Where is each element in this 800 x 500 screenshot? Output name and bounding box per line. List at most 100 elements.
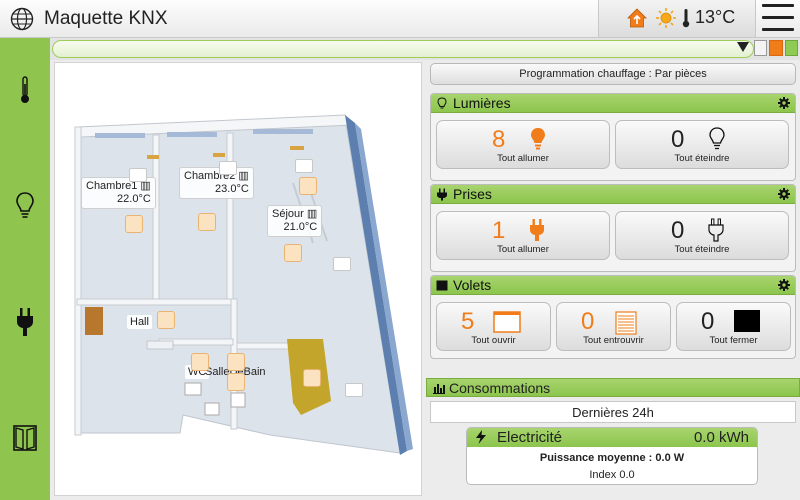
room-chambre1[interactable]: Chambre1 ▥ 22.0°C bbox=[81, 177, 156, 209]
shutter-marker-chambre1[interactable] bbox=[129, 168, 147, 182]
shutter-icon bbox=[13, 425, 37, 451]
plugs-on-label: Tout allumer bbox=[497, 244, 549, 255]
room-sejour[interactable]: Séjour ▥ 21.0°C bbox=[267, 205, 323, 237]
plugs-off-label: Tout éteindre bbox=[674, 244, 730, 255]
light-marker-sdb[interactable] bbox=[227, 353, 245, 371]
hamburger-menu-icon[interactable] bbox=[762, 4, 794, 32]
plug-off-icon bbox=[708, 218, 724, 242]
shutters-title: Volets bbox=[453, 277, 492, 293]
shutters-section: Volets 5 Tout ouvrir 0 bbox=[430, 275, 796, 359]
floor-plan[interactable]: Chambre1 ▥ 22.0°C Chambre2 ▥ 23.0°C Séjo… bbox=[54, 62, 422, 496]
shutters-closed-label: Tout fermer bbox=[709, 335, 758, 346]
bar-chart-icon bbox=[433, 384, 445, 394]
sub-bar bbox=[50, 38, 800, 60]
light-marker-wc[interactable] bbox=[191, 353, 209, 371]
outdoor-temperature: 13°C bbox=[695, 7, 736, 27]
lightbulb-on-icon bbox=[531, 128, 545, 150]
scenario-field[interactable] bbox=[52, 40, 754, 58]
globe-icon[interactable] bbox=[10, 7, 34, 31]
consumption-header: Consommations bbox=[426, 378, 800, 397]
view-switcher bbox=[754, 40, 800, 58]
shutters-closed-count: 0 bbox=[701, 308, 715, 335]
plugs-off-count: 0 bbox=[671, 217, 685, 244]
sidebar-item-heating[interactable] bbox=[0, 70, 50, 110]
light-marker-hall[interactable] bbox=[157, 311, 175, 329]
electricity-value: 0.0 kWh bbox=[693, 429, 749, 446]
consumption-period-selector[interactable]: Dernières 24h bbox=[430, 401, 796, 423]
all-plugs-on-button[interactable]: 1 Tout allumer bbox=[436, 211, 610, 260]
shutter-half-icon bbox=[615, 311, 637, 335]
plug-icon bbox=[437, 188, 447, 201]
lightbulb-off-icon bbox=[709, 127, 725, 150]
thermometer-icon bbox=[682, 9, 690, 28]
shutters-open-label: Tout ouvrir bbox=[471, 335, 516, 346]
all-shutters-half-button[interactable]: 0 Tout entrouvrir bbox=[556, 302, 671, 351]
light-marker-sejour[interactable] bbox=[284, 244, 302, 262]
light-marker-chambre1[interactable] bbox=[125, 215, 143, 233]
average-power: Puissance moyenne : 0.0 W bbox=[539, 452, 685, 464]
shutters-half-label: Tout entrouvrir bbox=[583, 335, 644, 346]
shutters-open-count: 5 bbox=[461, 308, 475, 335]
view-list-button[interactable] bbox=[784, 40, 798, 56]
shutters-half-count: 0 bbox=[581, 308, 595, 335]
thermometer-icon bbox=[21, 76, 29, 103]
electricity-card[interactable]: Electricité 0.0 kWh Puissance moyenne : … bbox=[466, 427, 758, 485]
all-shutters-open-button[interactable]: 5 Tout ouvrir bbox=[436, 302, 551, 351]
view-split-button[interactable] bbox=[769, 40, 783, 56]
meter-index: Index 0.0 bbox=[589, 469, 635, 481]
sidebar-item-lights[interactable] bbox=[0, 186, 50, 226]
light-marker-kitchen[interactable] bbox=[303, 369, 321, 387]
consumption-title: Consommations bbox=[449, 380, 551, 396]
room-hall[interactable]: Hall bbox=[127, 315, 152, 329]
room-chambre2[interactable]: Chambre2 ▥ 23.0°C bbox=[179, 167, 254, 199]
shutter-marker-chambre2[interactable] bbox=[219, 161, 237, 175]
sidebar-item-plugs[interactable] bbox=[0, 302, 50, 342]
sidebar bbox=[0, 38, 50, 500]
sun-icon bbox=[656, 8, 676, 28]
shutter-marker-sejour3[interactable] bbox=[345, 383, 363, 397]
sidebar-item-shutters[interactable] bbox=[0, 418, 50, 458]
lights-off-label: Tout éteindre bbox=[674, 153, 730, 164]
plugs-on-count: 1 bbox=[492, 217, 506, 244]
heating-program-button[interactable]: Programmation chauffage : Par pièces bbox=[430, 63, 796, 85]
lightbulb-icon bbox=[16, 192, 34, 218]
plugs-title: Prises bbox=[453, 186, 492, 202]
all-shutters-close-button[interactable]: 0 Tout fermer bbox=[676, 302, 791, 351]
shutters-header: Volets bbox=[431, 276, 795, 295]
lights-title: Lumières bbox=[453, 95, 511, 111]
gear-icon[interactable] bbox=[778, 188, 790, 200]
plugs-header: Prises bbox=[431, 185, 795, 204]
gear-icon[interactable] bbox=[778, 97, 790, 109]
lights-header: Lumières bbox=[431, 94, 795, 113]
app-title: Maquette KNX bbox=[44, 8, 168, 29]
electricity-header: Electricité 0.0 kWh bbox=[467, 428, 757, 447]
shutter-closed-icon bbox=[734, 310, 760, 332]
all-lights-off-button[interactable]: 0 Tout éteindre bbox=[615, 120, 789, 169]
lights-section: Lumières 8 Tout allumer 0 Tout éteindre bbox=[430, 93, 796, 181]
lights-on-label: Tout allumer bbox=[497, 153, 549, 164]
light-marker-sdb2[interactable] bbox=[227, 373, 245, 391]
home-away-icon[interactable] bbox=[627, 8, 647, 28]
lightning-icon bbox=[476, 430, 486, 444]
shutter-open-icon bbox=[493, 311, 521, 333]
gear-icon[interactable] bbox=[778, 279, 790, 291]
all-plugs-off-button[interactable]: 0 Tout éteindre bbox=[615, 211, 789, 260]
light-marker-chambre2[interactable] bbox=[198, 213, 216, 231]
plug-on-icon bbox=[530, 219, 544, 241]
shutter-marker-sejour2[interactable] bbox=[333, 257, 351, 271]
shutter-icon bbox=[436, 280, 448, 291]
view-plan-button[interactable] bbox=[754, 40, 768, 56]
plug-marker-sejour[interactable] bbox=[299, 177, 317, 195]
plugs-section: Prises 1 Tout allumer 0 Tout éteindre bbox=[430, 184, 796, 272]
top-bar: Maquette KNX 13°C bbox=[0, 0, 800, 38]
electricity-title: Electricité bbox=[497, 429, 563, 446]
dropdown-arrow-icon[interactable] bbox=[737, 42, 749, 52]
room-salledebain[interactable]: SalleDeBain bbox=[205, 366, 266, 378]
floor-plan-drawing bbox=[74, 114, 413, 455]
control-panel: Programmation chauffage : Par pièces Lum… bbox=[426, 60, 800, 500]
lights-off-count: 0 bbox=[671, 126, 685, 153]
all-lights-on-button[interactable]: 8 Tout allumer bbox=[436, 120, 610, 169]
lights-on-count: 8 bbox=[492, 126, 506, 153]
shutter-marker-sejour1[interactable] bbox=[295, 159, 313, 173]
status-box: 13°C bbox=[598, 0, 756, 37]
